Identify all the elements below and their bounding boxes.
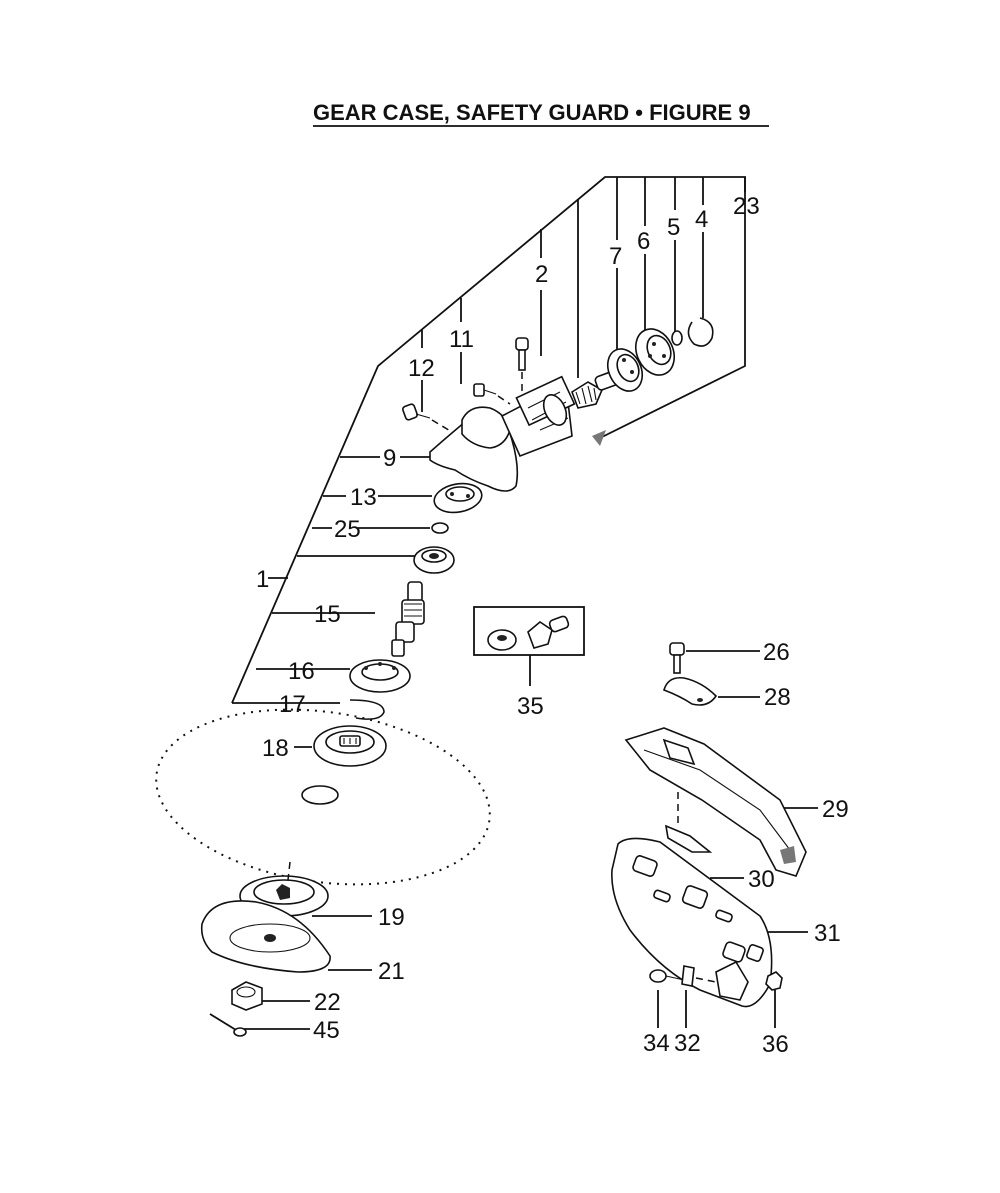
label-29: 29 bbox=[822, 796, 849, 823]
label-6: 6 bbox=[637, 228, 650, 255]
bolt-26 bbox=[669, 642, 685, 674]
label-12: 12 bbox=[408, 355, 435, 382]
label-31: 31 bbox=[814, 920, 841, 947]
guard-31 bbox=[611, 837, 773, 1008]
bearing-16 bbox=[349, 659, 411, 693]
figure-title: GEAR CASE, SAFETY GUARD • FIGURE 9 bbox=[313, 100, 751, 125]
plate-32 bbox=[681, 965, 717, 987]
leader-lines bbox=[244, 232, 818, 1030]
label-35: 35 bbox=[517, 693, 544, 720]
label-18: 18 bbox=[262, 735, 289, 762]
label-7: 7 bbox=[609, 243, 622, 270]
gear-set-35 bbox=[473, 606, 585, 656]
label-26: 26 bbox=[763, 639, 790, 666]
snap-ring-4 bbox=[687, 317, 714, 347]
label-19: 19 bbox=[378, 904, 405, 931]
label-2: 2 bbox=[535, 261, 548, 288]
cover-21 bbox=[200, 900, 331, 973]
shaft-15 bbox=[391, 581, 425, 657]
gear-case-housing-9 bbox=[429, 375, 606, 492]
bolt-11 bbox=[473, 383, 511, 405]
bolt-12 bbox=[402, 403, 453, 433]
holder-18 bbox=[313, 725, 387, 767]
nut-36 bbox=[765, 971, 783, 991]
bolt-34 bbox=[649, 969, 685, 983]
clamp-28 bbox=[663, 676, 718, 706]
label-28: 28 bbox=[764, 684, 791, 711]
label-15: 15 bbox=[314, 601, 341, 628]
label-32: 32 bbox=[674, 1030, 701, 1057]
screw-2 bbox=[515, 337, 529, 392]
label-23: 23 bbox=[733, 193, 760, 220]
label-11: 11 bbox=[449, 326, 474, 353]
bracket-29 bbox=[624, 727, 807, 877]
snap-ring-17 bbox=[349, 699, 385, 720]
washer-5 bbox=[671, 330, 683, 346]
oil-seal bbox=[413, 546, 455, 574]
label-34: 34 bbox=[643, 1030, 670, 1057]
label-36: 36 bbox=[762, 1031, 789, 1058]
part-number-labels: 1 2 4 5 6 7 9 11 12 13 15 16 17 18 19 21… bbox=[256, 193, 849, 1058]
label-22: 22 bbox=[314, 989, 341, 1016]
label-45: 45 bbox=[313, 1017, 340, 1044]
label-30: 30 bbox=[748, 866, 775, 893]
nut-22 bbox=[231, 981, 263, 1011]
label-5: 5 bbox=[667, 214, 680, 241]
bearing-7 bbox=[606, 348, 644, 392]
label-13: 13 bbox=[350, 484, 377, 511]
bearing-13 bbox=[433, 482, 483, 514]
blade-disc bbox=[155, 708, 491, 886]
assembly-bracket-1 bbox=[231, 176, 746, 704]
label-17: 17 bbox=[279, 691, 306, 718]
washer-25 bbox=[431, 522, 449, 534]
label-9: 9 bbox=[383, 445, 396, 472]
pin-45 bbox=[209, 1013, 247, 1037]
label-25: 25 bbox=[334, 516, 361, 543]
label-21: 21 bbox=[378, 958, 405, 985]
plate-30 bbox=[664, 792, 713, 853]
bearing-6 bbox=[634, 328, 676, 376]
label-4: 4 bbox=[695, 206, 708, 233]
label-16: 16 bbox=[288, 658, 315, 685]
label-1: 1 bbox=[256, 566, 269, 593]
